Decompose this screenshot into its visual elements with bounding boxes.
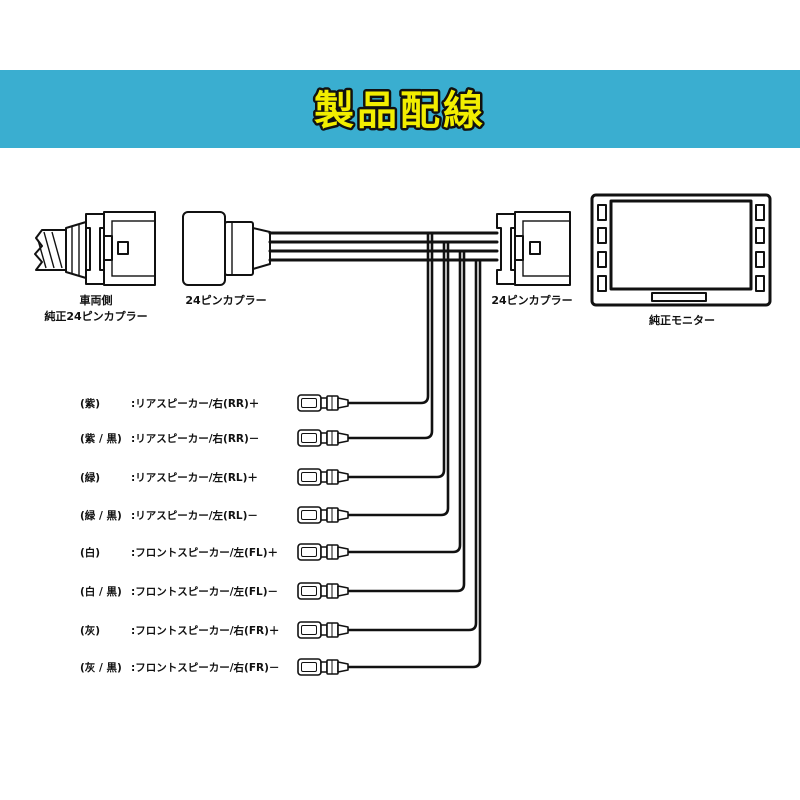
wire-line (348, 233, 430, 405)
wire-line (348, 260, 482, 669)
wire-color-label: (灰 / 黒) (80, 661, 122, 674)
wire-row: (緑) :リアスピーカー/左(RL)＋ (80, 242, 446, 486)
harness-connector-right-label: 24ピンカプラー (491, 293, 572, 307)
header-banner (0, 70, 800, 148)
wire-row: (白) :フロントスピーカー/左(FL)＋ (80, 251, 462, 561)
wire-function-label: :リアスピーカー/右(RR)＋ (131, 397, 259, 410)
monitor-label: 純正モニター (649, 313, 715, 327)
speaker-wire-list: (紫) :リアスピーカー/右(RR)＋ (紫 / 黒) :リアスピーカー/右(RR)－… (80, 233, 482, 676)
spade-terminal-icon (297, 468, 349, 486)
wire-line (348, 251, 466, 593)
spade-terminal-icon (297, 543, 349, 561)
wire-row: (灰) :フロントスピーカー/右(FR)＋ (80, 260, 478, 639)
harness-connector-right-icon (496, 211, 571, 286)
harness-connector-left-label: 24ピンカプラー (185, 293, 266, 307)
harness-connector-left-icon (182, 211, 271, 286)
wire-function-label: :リアスピーカー/左(RL)＋ (131, 471, 258, 484)
wire-line (348, 260, 478, 632)
wire-color-label: (緑 / 黒) (80, 509, 122, 522)
wire-function-label: :フロントスピーカー/右(FR)－ (131, 661, 279, 674)
wire-row: (紫) :リアスピーカー/右(RR)＋ (80, 233, 430, 412)
wire-color-label: (緑) (80, 471, 100, 484)
wire-function-label: :フロントスピーカー/右(FR)＋ (131, 624, 279, 637)
wire-line (348, 242, 450, 517)
wire-row: (灰 / 黒) :フロントスピーカー/右(FR)－ (80, 260, 482, 676)
spade-terminal-icon (297, 621, 349, 639)
wire-line (348, 242, 446, 479)
wire-function-label: :フロントスピーカー/左(FL)－ (131, 585, 278, 598)
wire-color-label: (紫 / 黒) (80, 432, 122, 445)
vehicle-connector-icon (34, 211, 156, 286)
monitor-icon (590, 193, 772, 307)
wire-row: (緑 / 黒) :リアスピーカー/左(RL)－ (80, 242, 450, 524)
page-title: 製品配線 (314, 88, 486, 134)
wire-function-label: :リアスピーカー/左(RL)－ (131, 509, 258, 522)
wire-color-label: (紫) (80, 397, 100, 410)
wire-color-label: (白 / 黒) (80, 585, 122, 598)
wire-row: (白 / 黒) :フロントスピーカー/左(FL)－ (80, 251, 466, 600)
spade-terminal-icon (297, 582, 349, 600)
wire-function-label: :リアスピーカー/右(RR)－ (131, 432, 259, 445)
wire-row: (紫 / 黒) :リアスピーカー/右(RR)－ (80, 233, 434, 447)
vehicle-connector-label-line2: 純正24ピンカプラー (44, 309, 147, 323)
spade-terminal-icon (297, 506, 349, 524)
wire-color-label: (白) (80, 546, 100, 559)
wire-color-label: (灰) (80, 624, 100, 637)
spade-terminal-icon (297, 429, 349, 447)
wire-function-label: :フロントスピーカー/左(FL)＋ (131, 546, 278, 559)
wire-line (348, 251, 462, 554)
wire-line (348, 233, 434, 440)
spade-terminal-icon (297, 658, 349, 676)
spade-terminal-icon (297, 394, 349, 412)
vehicle-connector-label-line1: 車両側 (80, 293, 113, 307)
